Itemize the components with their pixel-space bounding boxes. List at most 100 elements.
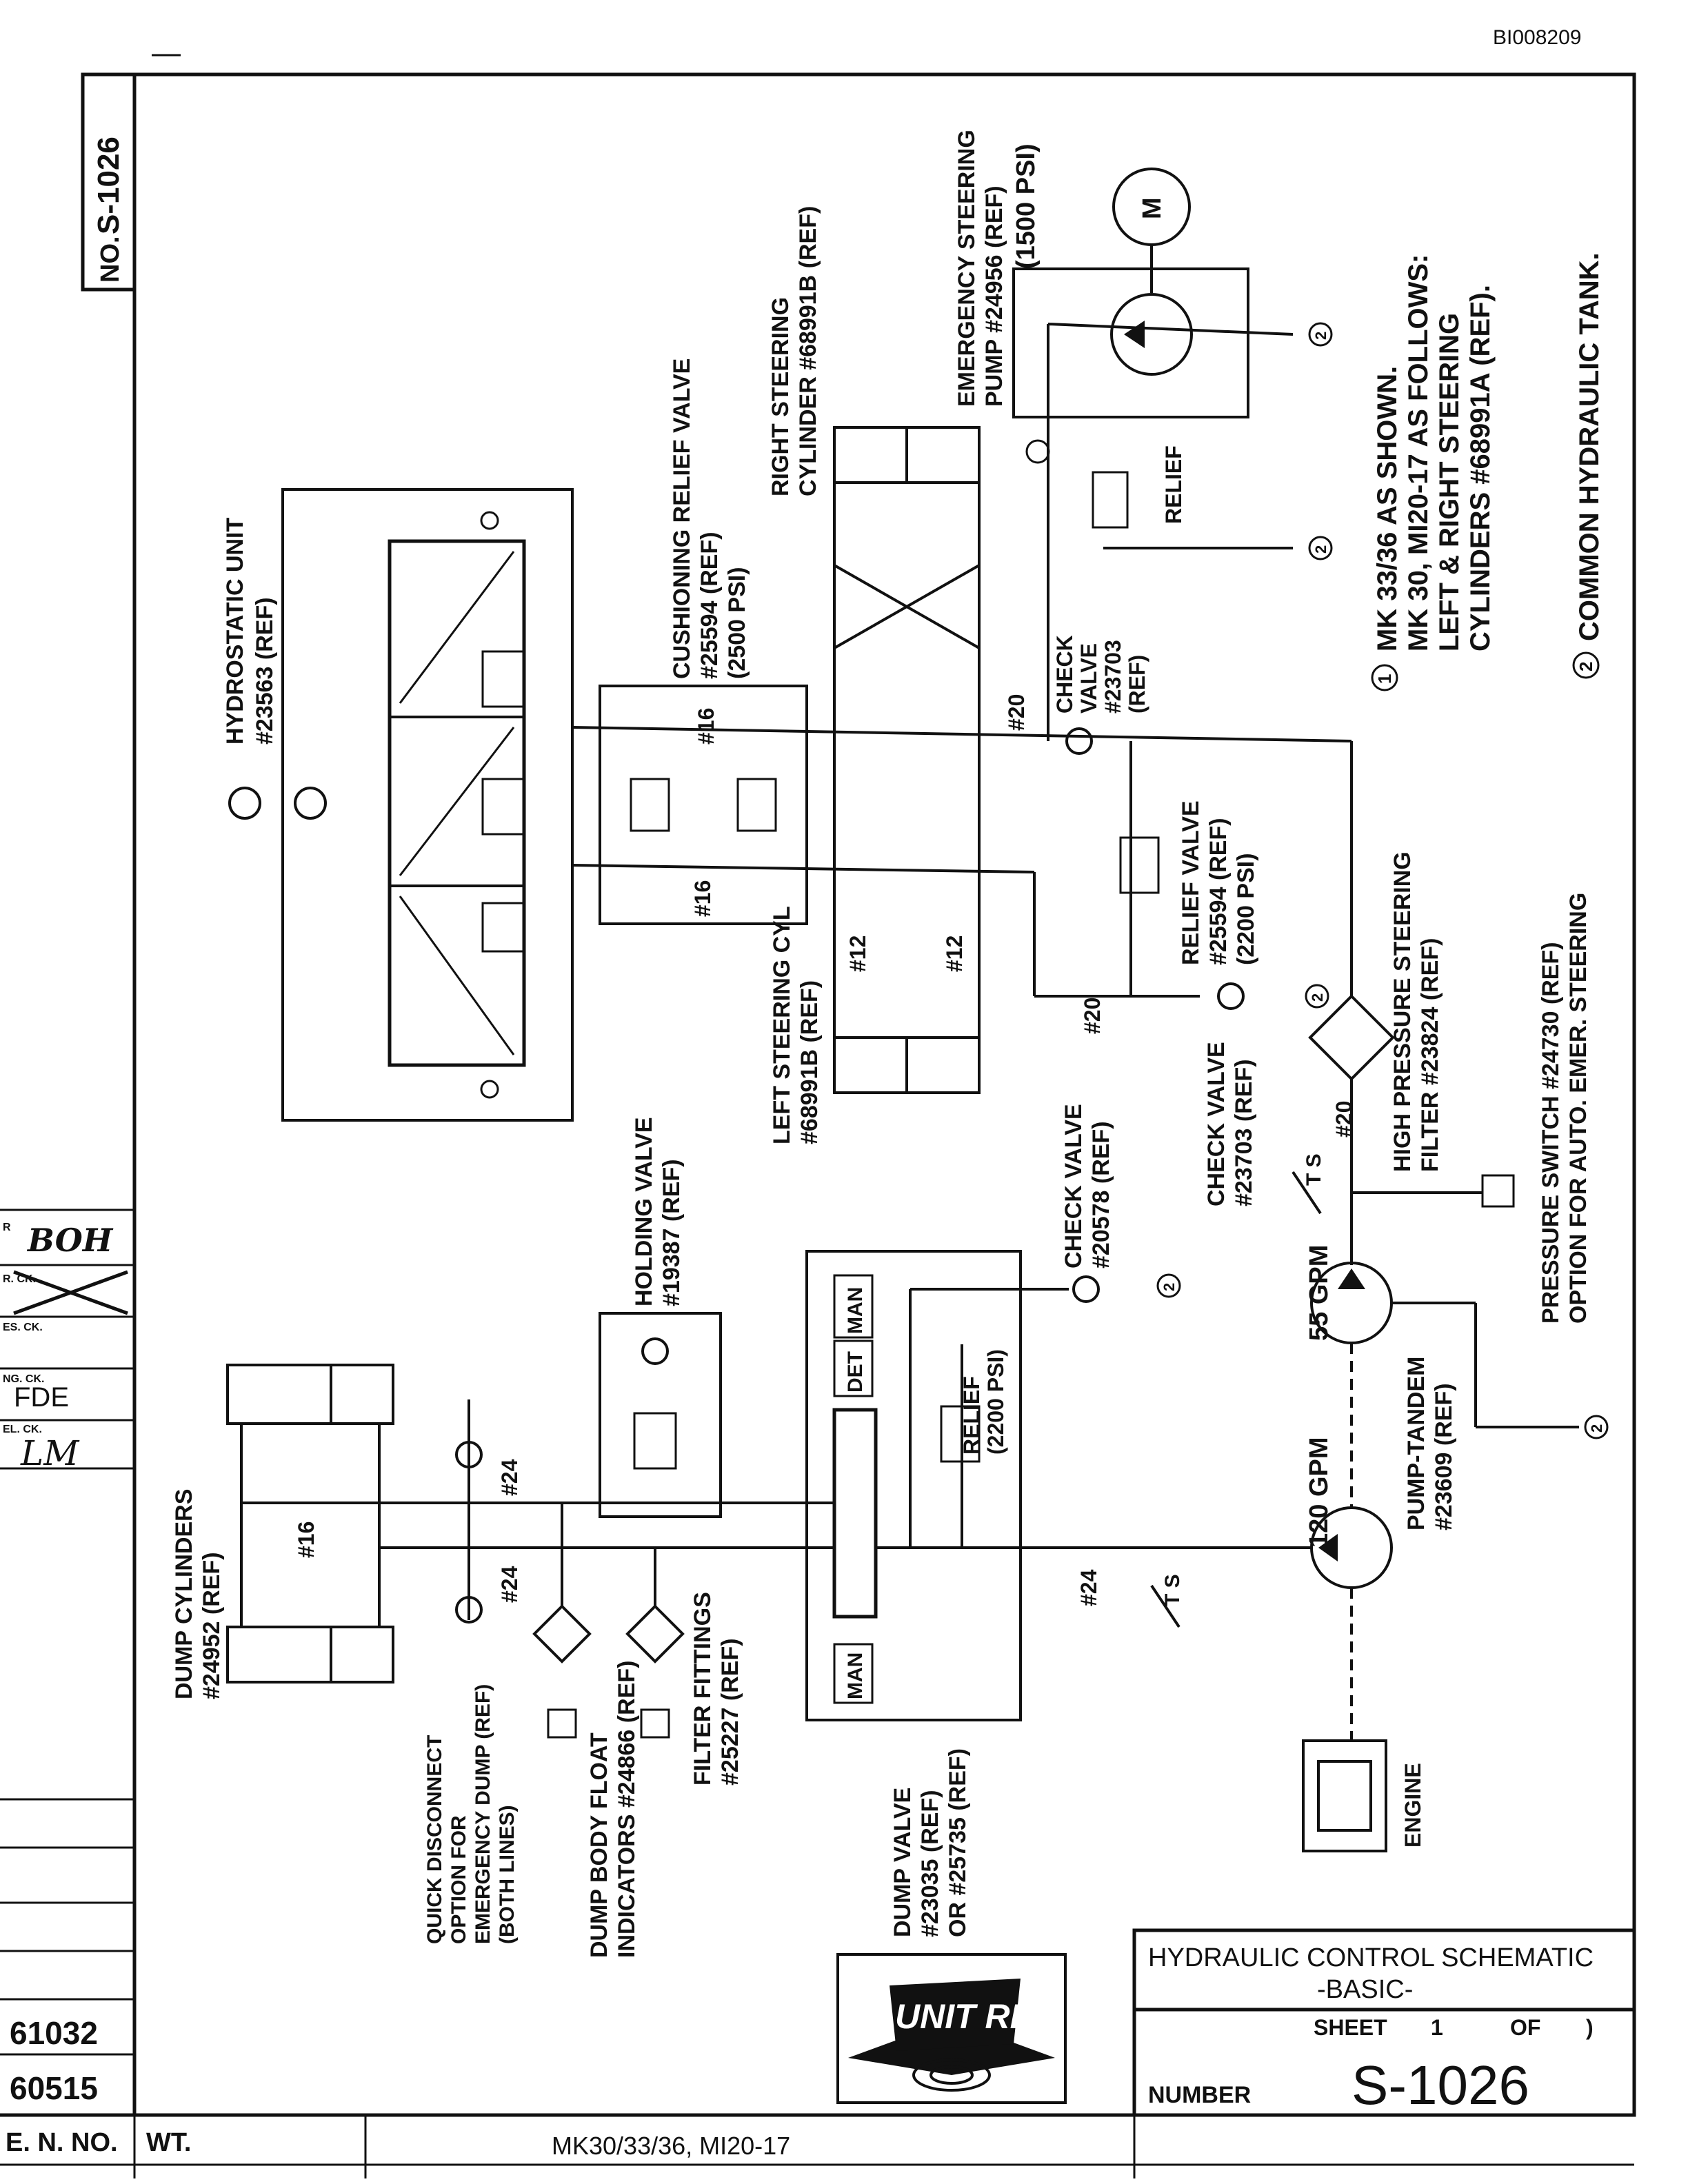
quick-disconnect-label-3: EMERGENCY DUMP (REF) xyxy=(472,1684,494,1944)
pressure-switch xyxy=(1481,1174,1515,1208)
flow-55-label: 55 GPM xyxy=(1305,1245,1334,1341)
unit-rig-logo xyxy=(836,1953,1067,2104)
check-valve-mid-label-1: CHECK VALVE xyxy=(1203,1042,1229,1206)
line-size-20b: #20 xyxy=(1080,998,1105,1034)
pressure-switch-label-1: PRESSURE SWITCH #24730 (REF) xyxy=(1538,942,1564,1324)
spool-man-top: MAN xyxy=(844,1287,867,1334)
quick-disconnect-label-2: OPTION FOR xyxy=(448,1815,470,1944)
hp-steering-filter xyxy=(1308,994,1395,1081)
dump-cylinders-label-1: DUMP CYLINDERS xyxy=(171,1489,197,1699)
flow-120-label: 120 GPM xyxy=(1305,1437,1334,1548)
drawing-number-prefix: NO. xyxy=(96,236,125,283)
check-valve-low-label-1: CHECK VALVE xyxy=(1061,1104,1087,1268)
tank-ref-2: 2 xyxy=(1312,545,1329,554)
relief-valve-mid-label-3: (2200 PSI) xyxy=(1233,853,1259,965)
dump-valve-label-1: DUMP VALVE xyxy=(890,1788,916,1937)
rev-row-label-elck: EL. CK. xyxy=(3,1424,42,1435)
line-size-16a: #16 xyxy=(694,708,719,745)
check-valve-top xyxy=(1065,727,1093,755)
line-size-24c: #24 xyxy=(1076,1569,1101,1606)
note-1-line-3: LEFT & RIGHT STEERING xyxy=(1434,313,1465,651)
hydrostatic-unit xyxy=(281,488,574,1122)
number-label: NUMBER xyxy=(1148,2082,1251,2108)
engine-inner xyxy=(1317,1760,1372,1832)
engine-box xyxy=(1302,1739,1387,1852)
title-line-1: HYDRAULIC CONTROL SCHEMATIC xyxy=(1148,1943,1594,1972)
line-size-20c: #20 xyxy=(1332,1101,1356,1138)
dump-valve xyxy=(805,1250,1076,1721)
quick-disconnect-label-4: (BOTH LINES) xyxy=(496,1805,519,1944)
line-size-20a: #20 xyxy=(1004,694,1029,731)
right-steering-cyl-label-1: RIGHT STEERING xyxy=(767,297,794,496)
spool-det: DET xyxy=(844,1351,867,1393)
drawing-number-vertical: S-1026 xyxy=(92,136,125,234)
pump-tandem-label-2: #23609 (REF) xyxy=(1431,1383,1457,1530)
emergency-pump-label-1: EMERGENCY STEERING xyxy=(954,130,980,407)
of-label: OF xyxy=(1510,2015,1540,2040)
shutoff-symbol-bottom xyxy=(1150,1584,1180,1628)
cushioning-relief-label-3: (2500 PSI) xyxy=(724,567,750,679)
holding-valve-label-1: HOLDING VALVE xyxy=(631,1117,657,1306)
shutoff-label-bottom: T S xyxy=(1161,1574,1184,1606)
hydrostatic-unit-label-1: HYDROSTATIC UNIT xyxy=(222,517,248,745)
hp-filter-label-2: FILTER #23824 (REF) xyxy=(1417,938,1443,1172)
tank-ref-1: 2 xyxy=(1312,332,1329,340)
tank-ref-3: 2 xyxy=(1309,993,1326,1002)
relief-valve-mid xyxy=(1119,836,1160,894)
filter-fittings-label-1: FILTER FITTINGS xyxy=(690,1592,716,1786)
dump-cylinders-label-2: #24952 (REF) xyxy=(199,1552,225,1699)
note-2-marker: 2 xyxy=(1576,662,1596,671)
emergency-relief-label: RELIEF xyxy=(1161,445,1186,524)
line-size-12b: #12 xyxy=(942,936,967,972)
note-1-line-2: MK 30, MI20-17 AS FOLLOWS: xyxy=(1403,254,1434,651)
spool-man-bottom: MAN xyxy=(844,1652,867,1699)
drawing-number-box xyxy=(81,72,137,292)
tank-symbols xyxy=(1156,322,1609,1439)
dump-relief-label-1: RELIEF xyxy=(959,1376,984,1455)
shutoff-label-top: T S xyxy=(1303,1153,1325,1186)
engine-label: ENGINE xyxy=(1400,1763,1425,1848)
line-size-24b: #24 xyxy=(497,1566,522,1603)
float-indicators-label-2: INDICATORS #24866 (REF) xyxy=(614,1661,640,1958)
quick-disconnect-label-1: QUICK DISCONNECT xyxy=(423,1735,446,1944)
relief-valve-mid-label-1: RELIEF VALVE xyxy=(1178,800,1204,965)
holding-valve-element xyxy=(633,1412,677,1470)
hydrostatic-unit-label-2: #23563 (REF) xyxy=(252,597,278,745)
note-2-text: COMMON HYDRAULIC TANK. xyxy=(1574,252,1605,641)
weight-label: WT. xyxy=(146,2128,191,2157)
right-steering-cyl-label-2: CYLINDER #68991B (REF) xyxy=(795,206,821,496)
emergency-pump-label-2: PUMP #24956 (REF) xyxy=(981,185,1007,407)
steering-circuit xyxy=(572,426,1353,1094)
check-valve-low-label-2: #20578 (REF) xyxy=(1088,1121,1114,1268)
sheet-label: SHEET xyxy=(1314,2015,1387,2040)
line-size-16c: #16 xyxy=(294,1521,319,1558)
cushion-relief-element-2 xyxy=(736,778,777,832)
revision-block xyxy=(0,1209,1634,2178)
hp-filter-label-1: HIGH PRESSURE STEERING xyxy=(1389,851,1416,1172)
dump-cylinders xyxy=(226,1364,834,1739)
document-id: BI008209 xyxy=(1493,26,1581,49)
title-drawing-number: S-1026 xyxy=(1352,2054,1529,2116)
dump-valve-label-2: #23035 (REF) xyxy=(917,1790,943,1937)
filter-fittings-label-2: #25227 (REF) xyxy=(717,1638,743,1786)
pump-tandem-label-1: PUMP-TANDEM xyxy=(1403,1357,1429,1530)
check-valve-mid-label-2: #23703 (REF) xyxy=(1231,1059,1257,1206)
signature-engineer: LM xyxy=(20,1433,80,1473)
title-line-2: -BASIC- xyxy=(1317,1975,1413,2004)
title-block xyxy=(1132,1928,1636,2117)
logo-text: UNIT RIG xyxy=(895,1997,1046,2036)
revision-number-1: 61032 xyxy=(10,2015,98,2051)
holding-valve-box xyxy=(599,1312,722,1518)
steering-wheel-icon xyxy=(228,787,261,820)
note-1-marker-circle xyxy=(1371,664,1398,691)
note-1-marker: 1 xyxy=(1374,674,1395,684)
rev-row-label-ngck: NG. CK. xyxy=(3,1373,44,1385)
check-valve-mid xyxy=(1217,982,1245,1010)
cushion-relief-element-1 xyxy=(630,778,670,832)
note-2-marker-circle xyxy=(1572,651,1600,679)
cushioning-relief-valve-box xyxy=(599,685,808,925)
left-steering-cyl-label-2: #68991B (REF) xyxy=(796,980,823,1144)
cushioning-relief-label-1: CUSHIONING RELIEF VALVE xyxy=(669,358,695,679)
line-size-24a: #24 xyxy=(497,1459,522,1496)
